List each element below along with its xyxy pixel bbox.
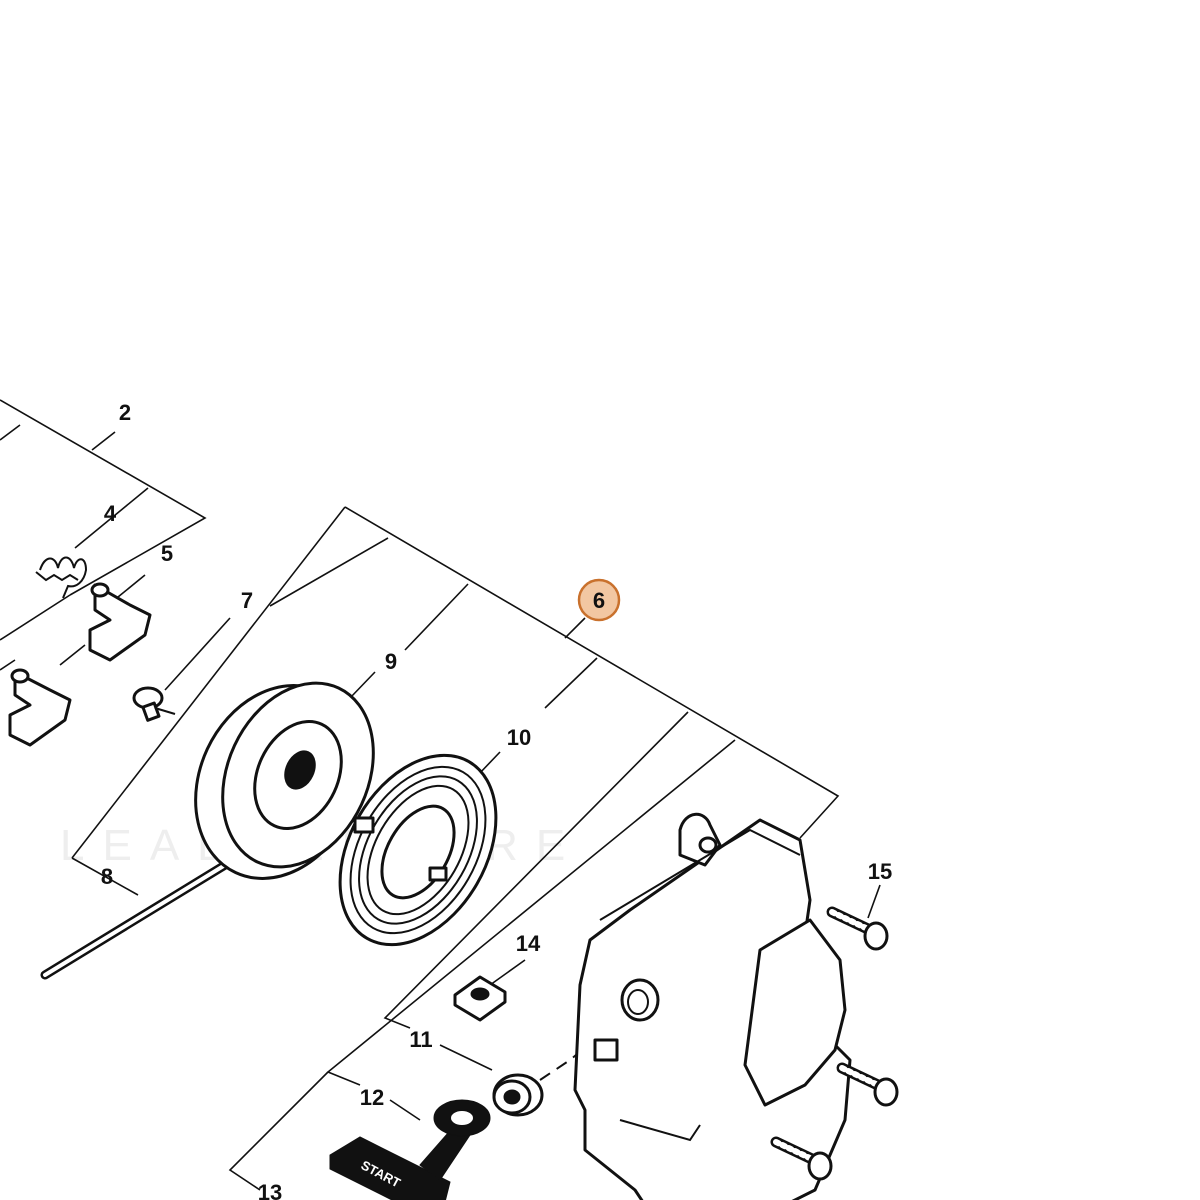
housing-screw-part-3 xyxy=(770,1136,833,1181)
callout-15[interactable]: 15 xyxy=(868,859,892,884)
callout-6[interactable]: 6 xyxy=(593,588,605,613)
rewind-spring-part xyxy=(338,753,498,947)
pawl-part-upper xyxy=(88,582,152,662)
square-nut-part xyxy=(453,975,507,1022)
pawl-part-lower xyxy=(8,668,72,747)
leader-lines xyxy=(0,399,881,1191)
callout-labels: 6 2 4 5 7 8 9 10 11 12 13 14 15 xyxy=(101,400,892,1200)
callout-9[interactable]: 9 xyxy=(385,649,397,674)
callout-4[interactable]: 4 xyxy=(104,501,117,526)
callout-7[interactable]: 7 xyxy=(241,588,253,613)
callout-8[interactable]: 8 xyxy=(101,864,113,889)
highlight-circle[interactable] xyxy=(577,578,621,622)
housing-screw-part-1 xyxy=(826,906,889,951)
fan-housing-part xyxy=(573,812,852,1200)
rope-rotor-part xyxy=(40,681,375,980)
callout-13[interactable]: 13 xyxy=(258,1180,282,1200)
callout-12[interactable]: 12 xyxy=(360,1085,384,1110)
screw-part xyxy=(132,686,176,722)
callout-14[interactable]: 14 xyxy=(516,931,541,956)
callout-2[interactable]: 2 xyxy=(119,400,131,425)
callout-10[interactable]: 10 xyxy=(507,725,531,750)
housing-screw-part-2 xyxy=(836,1062,899,1107)
callout-5[interactable]: 5 xyxy=(161,541,173,566)
grommet-part xyxy=(492,1009,626,1117)
spring-part xyxy=(35,556,88,599)
callout-11[interactable]: 11 xyxy=(409,1027,432,1052)
starter-handle-part: START xyxy=(329,1099,491,1200)
